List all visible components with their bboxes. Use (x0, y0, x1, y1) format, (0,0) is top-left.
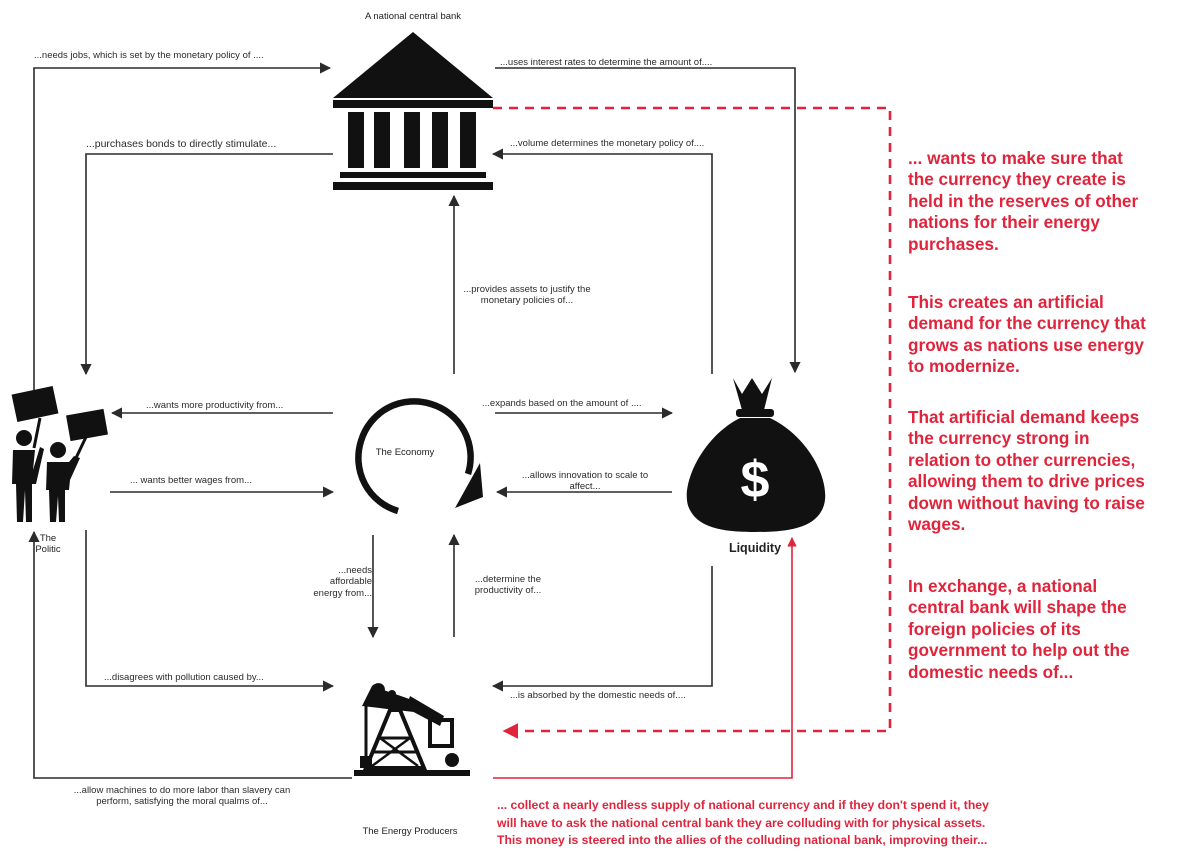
edge-label-allow-machines-line1: ...allow machines to do more labor than … (73, 785, 291, 796)
protesters-icon (11, 385, 108, 522)
red-note-p4-line4: government to help out the (908, 640, 1130, 661)
red-note-p1: ... wants to make sure that the currency… (908, 148, 1138, 255)
edge-label-expands-based: ...expands based on the amount of .... (482, 398, 642, 409)
red-note-p1-line5: purchases. (908, 233, 999, 254)
red-note-bottom-line1: ... collect a nearly endless supply of n… (497, 798, 989, 812)
bank-icon (333, 32, 493, 190)
red-note-p3-line2: the currency strong in (908, 428, 1090, 449)
edge-label-disagrees-pollution: ...disagrees with pollution caused by... (104, 672, 264, 683)
red-note-p4-line2: central bank will shape the (908, 597, 1127, 618)
node-label-politic-line2: Politic (35, 544, 61, 555)
red-note-p2-line4: to modernize. (908, 356, 1020, 377)
edge-label-allows-innovation: ...allows innovation to scale to affect.… (500, 470, 670, 493)
edge-disagrees-pollution (85, 530, 335, 692)
edge-label-needs-jobs: ...needs jobs, which is set by the monet… (34, 50, 264, 61)
red-note-p1-line1: ... wants to make sure that (908, 148, 1123, 168)
edge-label-provides-assets: ...provides assets to justify the moneta… (452, 284, 602, 307)
edge-needs-jobs (33, 62, 332, 390)
red-note-p3-line4: allowing them to drive prices (908, 471, 1145, 492)
red-note-p4: In exchange, a national central bank wil… (908, 576, 1130, 683)
edge-label-allow-machines: ...allow machines to do more labor than … (32, 785, 332, 808)
edge-label-allows-innovation-line2: affect... (569, 481, 601, 493)
edge-label-wants-productivity: ...wants more productivity from... (146, 400, 284, 411)
red-note-bottom-line3: This money is steered into the allies of… (497, 833, 988, 847)
red-note-p1-line4: nations for their energy (908, 212, 1100, 233)
edge-label-determine-productivity-line1: ...determine the (474, 574, 541, 585)
edge-red-dashed (493, 106, 892, 739)
edge-purchases-bonds (80, 153, 333, 376)
red-note-p3-line1: That artificial demand keeps (908, 407, 1140, 427)
edge-label-needs-energy: ...needs affordable energy from... (282, 565, 372, 599)
red-note-p2-line3: grows as nations use energy (908, 334, 1144, 355)
edge-absorbed (491, 566, 713, 692)
node-label-bank: A national central bank (364, 11, 462, 22)
edge-label-needs-energy-line3: energy from... (313, 587, 372, 599)
edge-uses-interest (495, 67, 801, 374)
oil-pump-icon (354, 683, 470, 776)
red-note-p3-line5: down without having to raise (908, 492, 1145, 513)
edge-label-needs-energy-line2: affordable (329, 576, 372, 588)
edge-label-determine-productivity-line2: productivity of... (474, 585, 542, 597)
red-note-p3-line6: wages. (908, 514, 966, 535)
node-label-economy: The Economy (375, 447, 435, 458)
red-note-p1-line2: the currency they create is (908, 169, 1126, 190)
edge-label-determine-productivity: ...determine the productivity of... (458, 574, 558, 597)
node-label-energy: The Energy Producers (362, 826, 458, 837)
red-note-p2: This creates an artificial demand for th… (908, 292, 1146, 378)
edge-label-absorbed: ...is absorbed by the domestic needs of.… (510, 690, 686, 701)
edge-red-collect (493, 537, 797, 779)
red-note-p4-line1: In exchange, a national (908, 576, 1098, 596)
cycle-arrow-icon (355, 398, 483, 515)
red-note-p4-line3: foreign policies of its (908, 618, 1081, 639)
edge-label-allows-innovation-line1: ...allows innovation to scale to (521, 470, 649, 481)
red-note-bottom: ... collect a nearly endless supply of n… (497, 797, 1187, 850)
edge-label-purchases-bonds: ...purchases bonds to directly stimulate… (86, 138, 277, 150)
node-label-liquidity: Liquidity (728, 541, 782, 555)
red-note-p2-line1: This creates an artificial (908, 292, 1104, 312)
red-note-p3-line3: relation to other currencies, (908, 449, 1136, 470)
edge-label-wants-wages: ... wants better wages from... (130, 475, 252, 486)
svg-text:$: $ (741, 451, 770, 509)
edge-label-uses-interest: ...uses interest rates to determine the … (500, 57, 713, 68)
edge-volume-determines (491, 148, 713, 374)
edge-label-provides-assets-line1: ...provides assets to justify the (463, 284, 591, 295)
edge-label-provides-assets-line2: monetary policies of... (480, 295, 574, 307)
node-label-politic-line1: The (39, 533, 57, 544)
edge-label-volume-determines: ...volume determines the monetary policy… (510, 138, 705, 149)
red-note-p4-line5: domestic needs of... (908, 661, 1074, 682)
node-label-politic: The Politic (20, 533, 76, 555)
edge-allow-machines (28, 530, 352, 779)
money-bag-icon: $ (686, 378, 826, 532)
edge-label-needs-energy-line1: ...needs (338, 565, 372, 576)
red-note-bottom-line2: will have to ask the national central ba… (497, 815, 986, 830)
edge-label-allow-machines-line2: perform, satisfying the moral qualms of.… (96, 796, 268, 808)
red-note-p1-line3: held in the reserves of other (908, 190, 1139, 211)
red-note-p3: That artificial demand keeps the currenc… (908, 407, 1145, 535)
red-note-p2-line2: demand for the currency that (908, 313, 1146, 334)
